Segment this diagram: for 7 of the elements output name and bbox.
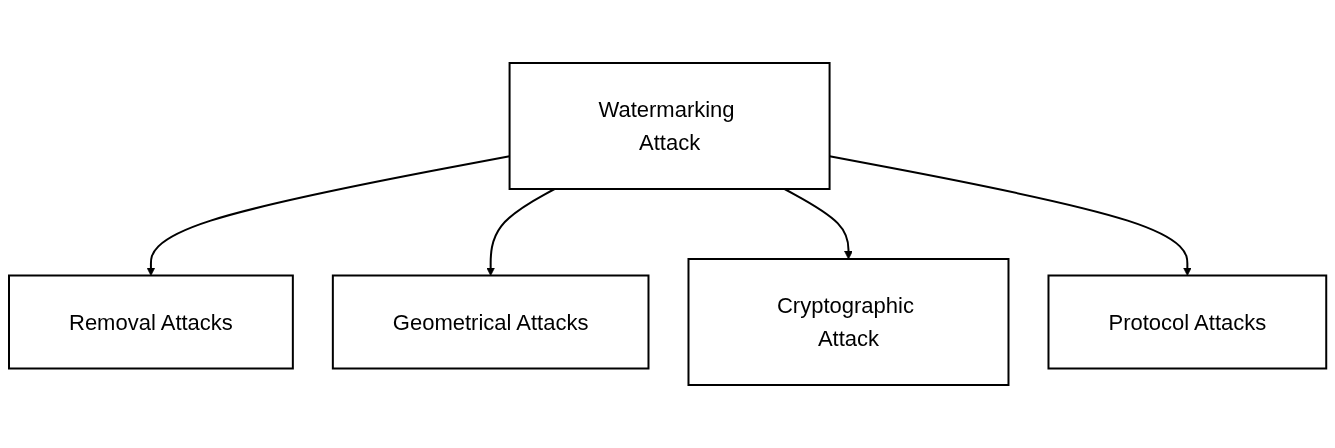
node-box: Protocol Attacks [1047,274,1328,370]
node-box: Geometrical Attacks [331,274,650,370]
node-box: Removal Attacks [7,274,294,370]
arrow [783,188,853,260]
node-box: Cryptographic Attack [687,258,1010,386]
arrow [486,188,556,276]
node-box: Watermarking Attack [508,62,831,190]
